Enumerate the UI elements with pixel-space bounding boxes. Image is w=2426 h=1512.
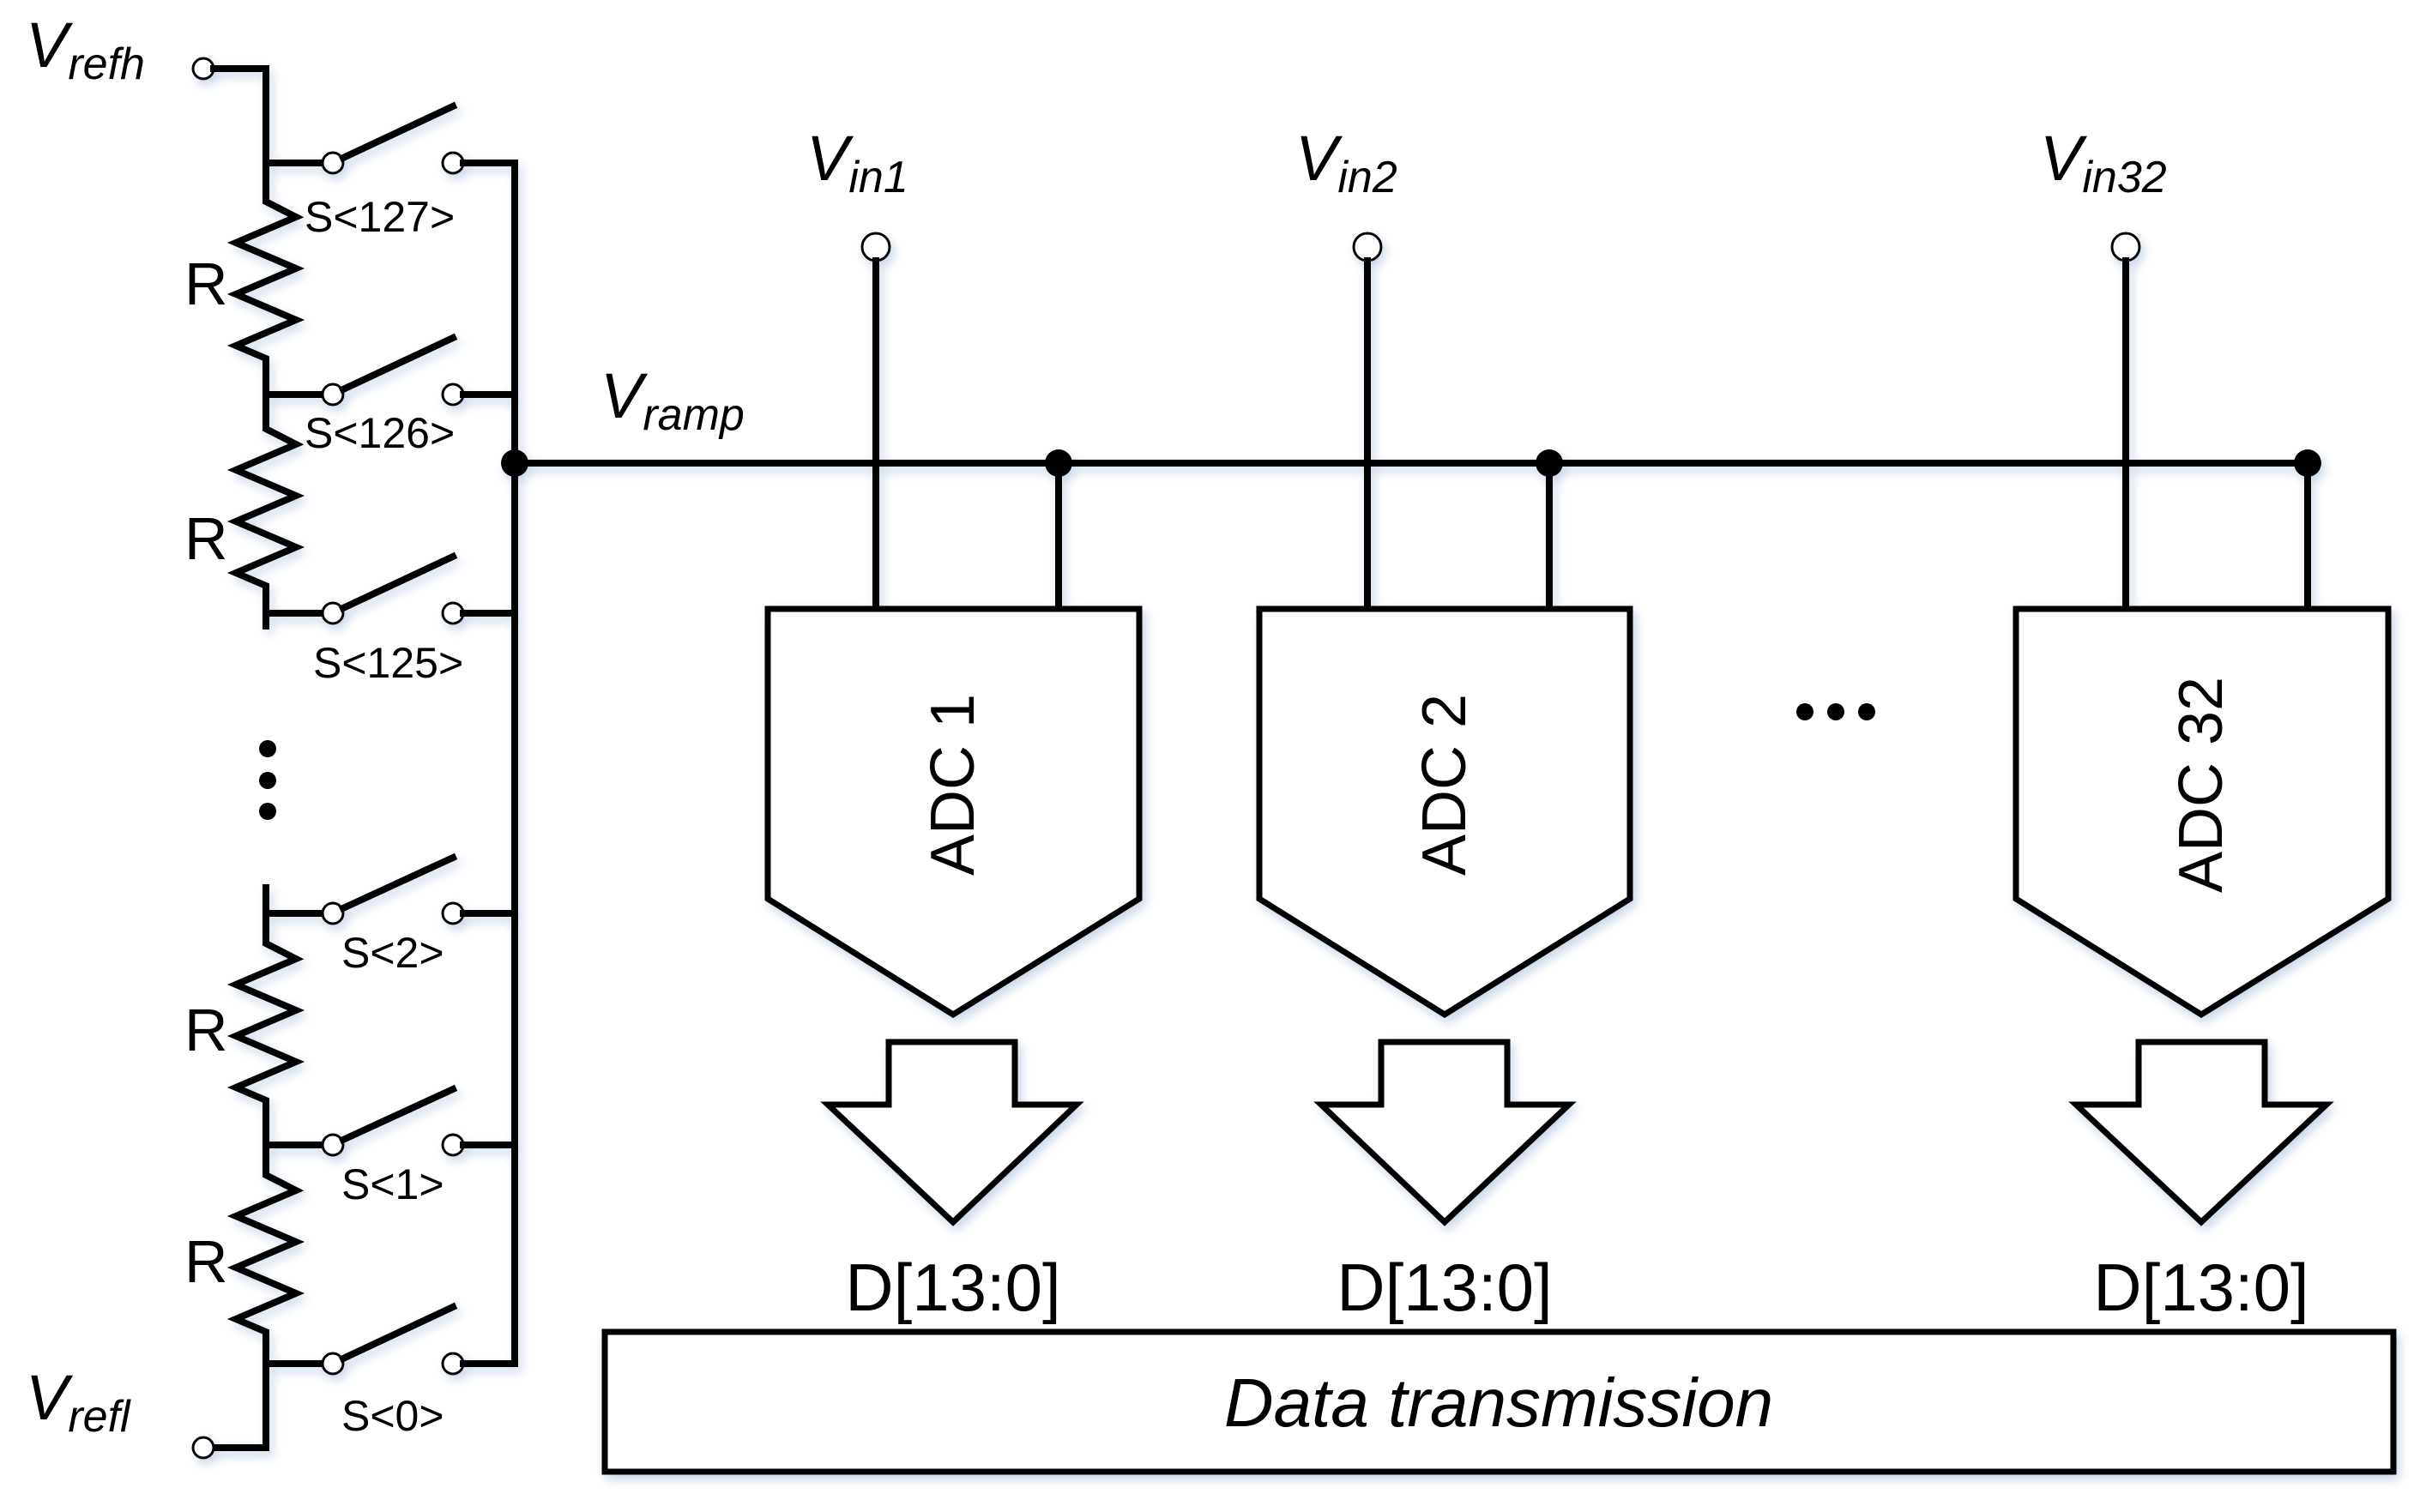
switch-label-1: S<1> xyxy=(341,1160,444,1208)
vrefl-label: Vrefl xyxy=(26,1362,131,1442)
adc-1-block xyxy=(764,605,1143,1019)
resistor-top-1 xyxy=(226,160,305,398)
resistor-label: R xyxy=(184,250,228,317)
switch-label-125: S<125> xyxy=(313,639,463,687)
vin2-terminal xyxy=(1352,232,1383,262)
data-transmission-block xyxy=(601,1328,2397,1475)
switch-125 xyxy=(263,551,518,625)
switch-label-127: S<127> xyxy=(305,193,455,241)
adc-1-output-label: D[13:0] xyxy=(845,1250,1060,1325)
resistor-ladder xyxy=(191,57,518,1460)
vrefh-wire xyxy=(210,65,269,166)
resistor-bottom-1 xyxy=(226,910,305,1148)
resistor-label: R xyxy=(184,997,228,1063)
switch-2 xyxy=(263,852,518,925)
adc-2-label: ADC 2 xyxy=(1410,694,1479,876)
switch-label-2: S<2> xyxy=(341,929,444,977)
adc-32-block xyxy=(2013,605,2392,1019)
junction-dot xyxy=(501,449,528,477)
switch-label-126: S<126> xyxy=(305,409,455,457)
vin2-label: Vin2 xyxy=(1295,123,1397,202)
vrefh-label: Vrefh xyxy=(26,9,145,89)
switch-127 xyxy=(263,101,518,175)
resistor-label: R xyxy=(184,505,228,572)
ladder-ellipsis xyxy=(259,740,276,820)
resistor-label: R xyxy=(184,1228,228,1295)
adc-2-output-label: D[13:0] xyxy=(1337,1250,1552,1325)
switch-126 xyxy=(263,333,518,407)
adc-32-output-arrow xyxy=(2068,1039,2334,1226)
adc-1-output-arrow xyxy=(820,1039,1084,1226)
vrefl-terminal xyxy=(191,1436,215,1460)
vin1-label: Vin1 xyxy=(806,123,908,202)
ramp-bus xyxy=(501,449,2321,477)
adc-channel-1 xyxy=(764,232,1143,1226)
adc-2-block xyxy=(1256,605,1633,1019)
vrefl-wire xyxy=(210,1360,269,1451)
vin1-terminal xyxy=(860,232,891,262)
resistor-top-2 xyxy=(226,391,305,617)
vin32-terminal xyxy=(2110,232,2141,262)
switch-1 xyxy=(263,1084,518,1157)
vin32-label: Vin32 xyxy=(2040,123,2167,202)
adc-1-label: ADC 1 xyxy=(919,694,987,876)
adc-32-label: ADC 32 xyxy=(2167,677,2236,893)
channel-ellipsis xyxy=(1796,703,1875,720)
adc-2-output-arrow xyxy=(1313,1039,1577,1226)
adc-32-output-label: D[13:0] xyxy=(2093,1250,2308,1325)
vramp-label: Vramp xyxy=(600,360,745,440)
adc-channel-2 xyxy=(1256,232,1633,1226)
switch-0 xyxy=(263,1302,518,1376)
data-transmission-label: Data transmission xyxy=(1224,1364,1773,1441)
adc-channel-32 xyxy=(2013,232,2392,1226)
resistor-bottom-2 xyxy=(226,1142,305,1367)
switch-label-0: S<0> xyxy=(341,1392,444,1440)
